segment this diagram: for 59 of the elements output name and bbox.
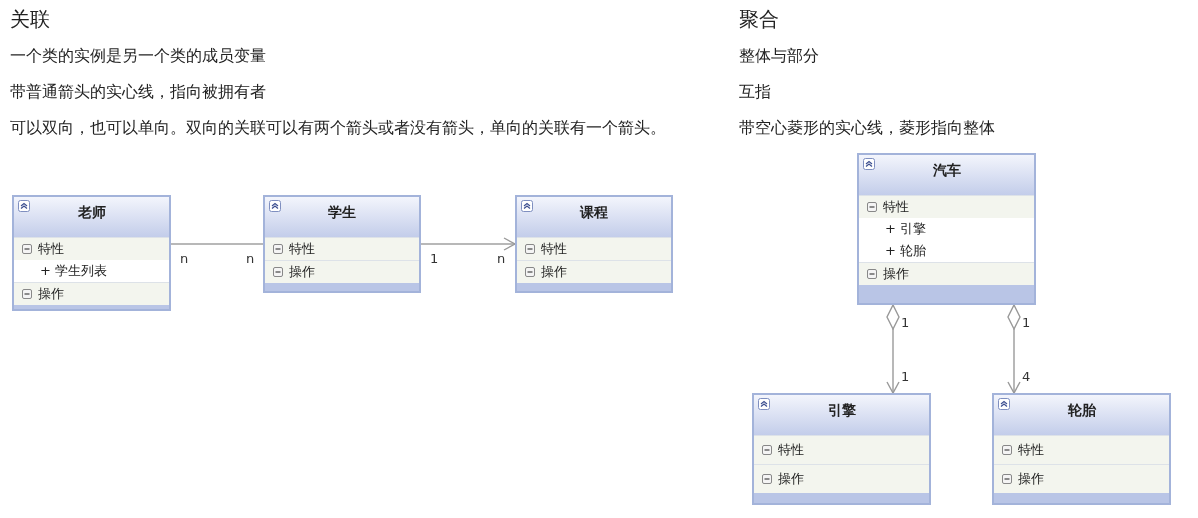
class-box [992, 393, 1171, 505]
attribute-text: + 引擎 [885, 220, 927, 238]
class-name: 轮胎 [1067, 402, 1096, 420]
class-compartment [859, 262, 1034, 285]
aggregation-line [886, 304, 900, 394]
class-box [857, 153, 1036, 305]
class-box [263, 195, 421, 293]
class-box [752, 393, 931, 505]
class-compartment [265, 237, 419, 260]
compartment-title: 特性 [778, 441, 804, 459]
class-name: 老师 [77, 204, 106, 222]
description-text: 带普通箭头的实心线，指向被拥有者 [10, 81, 267, 103]
class-name: 汽车 [932, 162, 961, 180]
class-compartment [14, 237, 169, 282]
multiplicity-label: 4 [1022, 369, 1031, 384]
attribute-text: + 轮胎 [885, 242, 927, 260]
attribute-text: + 学生列表 [40, 262, 108, 280]
class-compartment [14, 282, 169, 305]
association-line [170, 243, 264, 245]
multiplicity-label: n [246, 251, 255, 266]
description-text: 整体与部分 [739, 45, 820, 67]
section-heading: 关联 [10, 6, 50, 33]
aggregation-line [1007, 304, 1021, 394]
class-compartment [859, 195, 1034, 262]
section-heading: 聚合 [739, 6, 779, 33]
class-compartment [994, 464, 1169, 493]
association-line [420, 237, 516, 251]
compartment-title: 特性 [541, 240, 567, 258]
compartment-title: 操作 [541, 263, 567, 281]
class-compartment [754, 435, 929, 464]
class-compartment [994, 435, 1169, 464]
compartment-title: 操作 [883, 265, 909, 283]
class-name: 引擎 [827, 402, 856, 420]
multiplicity-label: 1 [901, 369, 910, 384]
class-box [515, 195, 673, 293]
class-compartment [517, 260, 671, 283]
compartment-title: 特性 [1018, 441, 1044, 459]
description-text: 带空心菱形的实心线，菱形指向整体 [739, 117, 996, 139]
compartment-title: 特性 [38, 240, 64, 258]
description-text: 互指 [739, 81, 772, 103]
multiplicity-label: n [180, 251, 189, 266]
compartment-title: 操作 [1018, 470, 1044, 488]
compartment-title: 操作 [38, 285, 64, 303]
multiplicity-label: 1 [901, 315, 910, 330]
class-compartment [265, 260, 419, 283]
description-text: 可以双向，也可以单向。双向的关联可以有两个箭头或者没有箭头，单向的关联有一个箭头。 [10, 117, 667, 139]
compartment-title: 特性 [883, 198, 909, 216]
description-text: 一个类的实例是另一个类的成员变量 [10, 45, 267, 67]
class-box [12, 195, 171, 311]
compartment-title: 操作 [289, 263, 315, 281]
multiplicity-label: n [497, 251, 506, 266]
class-name: 学生 [328, 204, 356, 222]
class-name: 课程 [580, 204, 608, 222]
class-compartment [517, 237, 671, 260]
multiplicity-label: 1 [430, 251, 439, 266]
multiplicity-label: 1 [1022, 315, 1031, 330]
class-compartment [754, 464, 929, 493]
compartment-title: 特性 [289, 240, 315, 258]
compartment-title: 操作 [778, 470, 804, 488]
